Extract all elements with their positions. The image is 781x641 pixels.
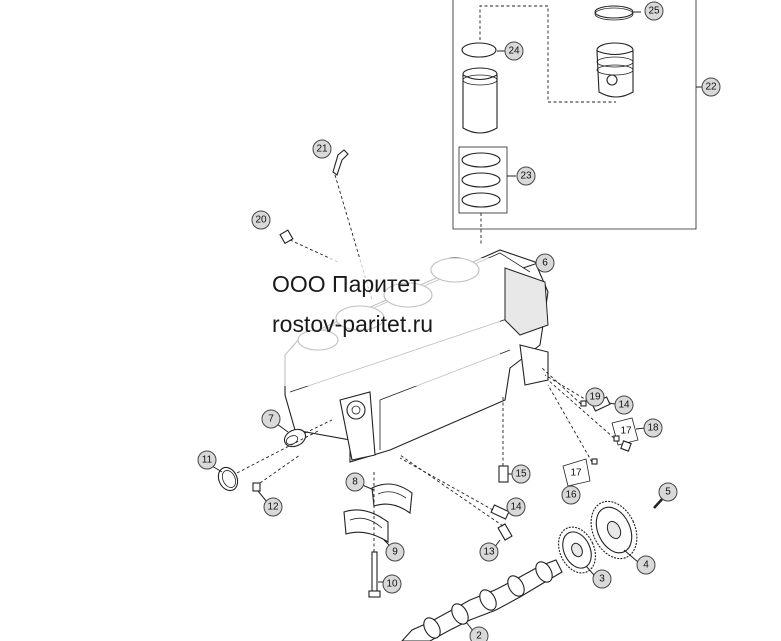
- watermark-company: ООО Паритет: [272, 271, 420, 297]
- bolt-21: [332, 149, 373, 301]
- callout-17-upper: 17: [620, 426, 632, 437]
- callout-7[interactable]: 7: [261, 409, 281, 429]
- callout-5[interactable]: 5: [658, 482, 678, 502]
- liner-piston-link: [479, 5, 616, 103]
- callout-9[interactable]: 9: [385, 542, 405, 562]
- callout-20[interactable]: 20: [251, 210, 271, 230]
- valve-14-lower: [399, 457, 513, 520]
- callout-18-label: 18: [647, 423, 659, 434]
- callout-12-label: 12: [267, 502, 279, 513]
- callout-19[interactable]: 19: [585, 387, 605, 407]
- callout-4[interactable]: 4: [636, 555, 656, 575]
- callout-11-label: 11: [202, 455, 213, 466]
- callout-9-label: 9: [392, 547, 398, 558]
- callout-24-label: 24: [508, 46, 520, 57]
- callout-2-label: 2: [476, 631, 482, 641]
- callout-14-upper[interactable]: 14: [614, 395, 634, 415]
- callout-14-lower[interactable]: 14: [506, 497, 526, 517]
- callout-2[interactable]: 2: [469, 626, 489, 641]
- callout-10-label: 10: [386, 579, 398, 590]
- callout-5-label: 5: [665, 487, 671, 498]
- callout-3-label: 3: [599, 574, 605, 585]
- callout-3[interactable]: 3: [592, 569, 612, 589]
- callout-6-label: 6: [542, 258, 548, 269]
- callout-21[interactable]: 21: [312, 139, 332, 159]
- bolt-10: [368, 470, 386, 598]
- callout-14-lower-label: 14: [510, 502, 522, 513]
- callout-16[interactable]: 16: [561, 485, 581, 505]
- piston-rings-set: [458, 146, 516, 214]
- callout-17-lower: 17: [570, 468, 582, 479]
- callout-24[interactable]: 24: [504, 41, 524, 61]
- callout-15[interactable]: 15: [511, 464, 531, 484]
- callout-8-label: 8: [352, 477, 358, 488]
- fitting-18-group: [547, 379, 646, 452]
- callout-6[interactable]: 6: [535, 253, 555, 273]
- fitting-15: [498, 395, 515, 483]
- callout-17-upper-label: 17: [620, 426, 632, 437]
- plug-19: [541, 367, 591, 407]
- plug-12: [252, 454, 301, 503]
- seal-7: [276, 419, 333, 448]
- callout-23[interactable]: 23: [516, 166, 536, 186]
- camshaft-gear-3: [558, 526, 596, 576]
- callout-8[interactable]: 8: [345, 472, 365, 492]
- callout-18[interactable]: 18: [643, 418, 663, 438]
- callout-15-label: 15: [515, 469, 527, 480]
- callout-13-label: 13: [483, 547, 495, 558]
- callout-14-upper-label: 14: [618, 400, 630, 411]
- watermark-site: rostov-paritet.ru: [272, 311, 434, 337]
- callout-25-label: 25: [648, 6, 660, 17]
- callout-4-label: 4: [643, 560, 649, 571]
- callout-13[interactable]: 13: [479, 542, 499, 562]
- callout-10[interactable]: 10: [382, 574, 402, 594]
- callout-19-label: 19: [589, 392, 601, 403]
- callout-7-label: 7: [268, 414, 274, 425]
- fitting-16-group: [547, 384, 598, 490]
- idler-gear-4: [590, 500, 639, 563]
- piston-ring-top: [594, 5, 641, 21]
- callout-25[interactable]: 25: [644, 1, 664, 21]
- callout-22[interactable]: 22: [701, 77, 721, 97]
- cylinder-liner: [461, 42, 505, 134]
- callout-22-label: 22: [705, 82, 717, 93]
- watermark-background: [250, 258, 500, 386]
- bearing-cap-9: [343, 509, 393, 549]
- callout-17-lower-label: 17: [570, 468, 582, 479]
- fitting-13: [399, 454, 513, 549]
- ring-11: [211, 429, 321, 492]
- callout-11[interactable]: 11: [197, 450, 217, 470]
- callout-23-label: 23: [520, 171, 532, 182]
- callout-20-label: 20: [255, 215, 267, 226]
- bearing-shell-8: [359, 483, 413, 515]
- callout-21-label: 21: [316, 144, 328, 155]
- callout-16-label: 16: [565, 490, 577, 501]
- camshaft-2: [401, 559, 563, 641]
- piston: [596, 42, 634, 98]
- callout-12[interactable]: 12: [263, 497, 283, 517]
